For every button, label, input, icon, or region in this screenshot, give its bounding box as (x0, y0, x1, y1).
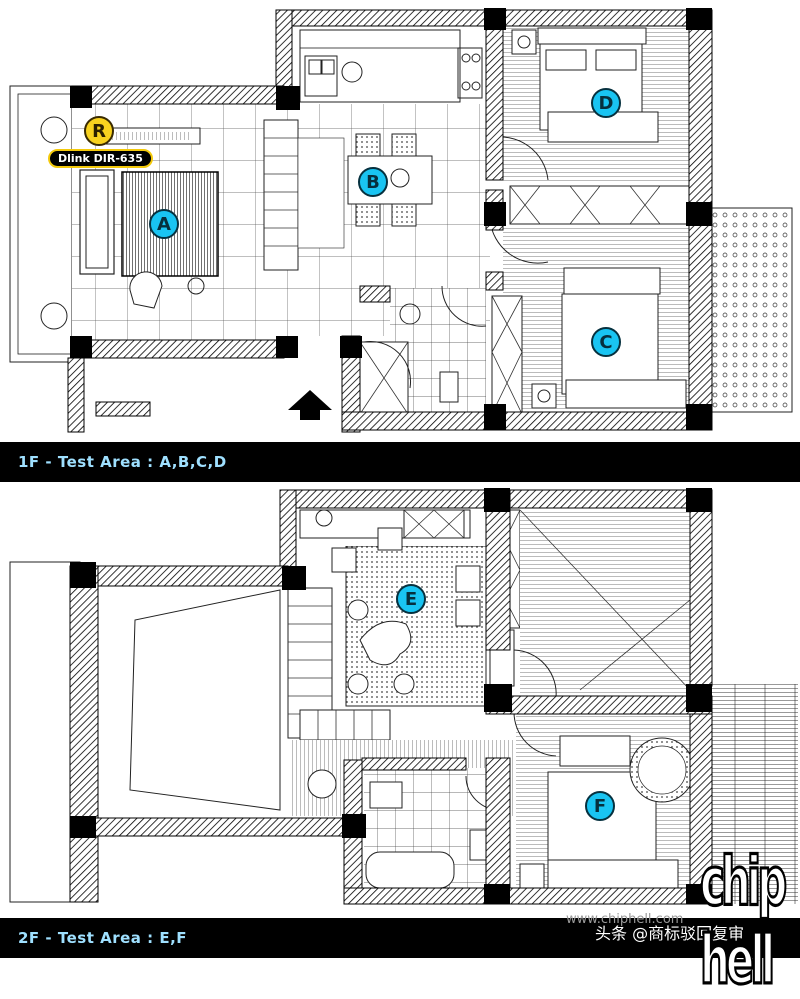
test-area-c-marker: C (591, 327, 621, 357)
floor1-caption: 1F - Test Area : A,B,C,D (0, 442, 800, 482)
router-label: Dlink DIR-635 (48, 149, 153, 168)
watermark-url: www.chiphell.com (566, 912, 684, 927)
test-area-d-marker: D (591, 88, 621, 118)
chiphell-logo: chip hell (699, 840, 788, 999)
test-area-a-marker: A (149, 209, 179, 239)
test-area-e-marker: E (396, 584, 426, 614)
floor-plan-drawing (9, 8, 798, 905)
floor2-plan (9, 488, 798, 905)
watermark-author: 头条 @商标驳回复审 (595, 924, 745, 943)
floor1-plan (9, 8, 793, 433)
test-area-f-marker: F (585, 791, 615, 821)
floor2-caption: 2F - Test Area : E,F (0, 918, 800, 958)
router-marker: R (84, 116, 114, 146)
test-area-b-marker: B (358, 167, 388, 197)
